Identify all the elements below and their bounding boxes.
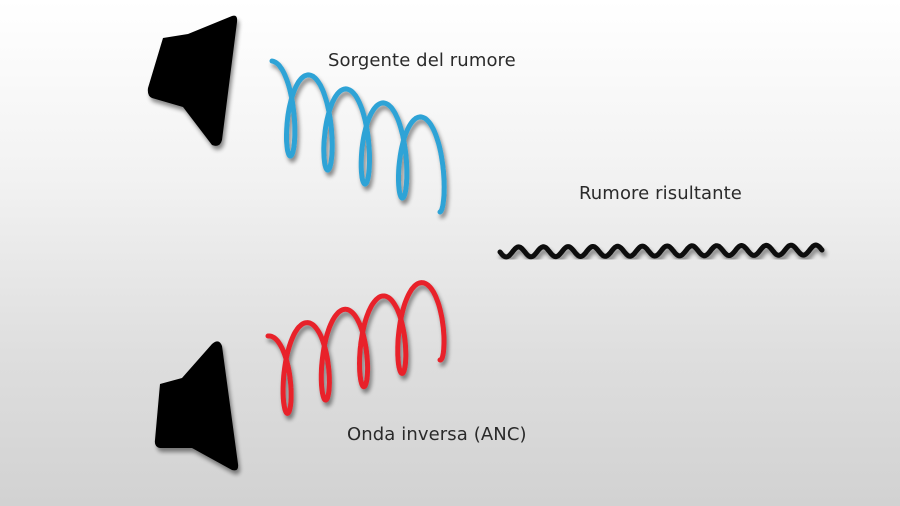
inverse-wave <box>265 280 447 416</box>
inverse-wave-label: Onda inversa (ANC) <box>347 424 527 445</box>
resulting-noise-label: Rumore risultante <box>579 183 742 204</box>
resulting-noise-wave <box>497 242 825 260</box>
speaker-icon-bottom <box>154 341 239 471</box>
noise-source-label: Sorgente del rumore <box>328 50 516 71</box>
speaker-icon-top <box>147 15 238 146</box>
noise-wave <box>269 58 447 215</box>
